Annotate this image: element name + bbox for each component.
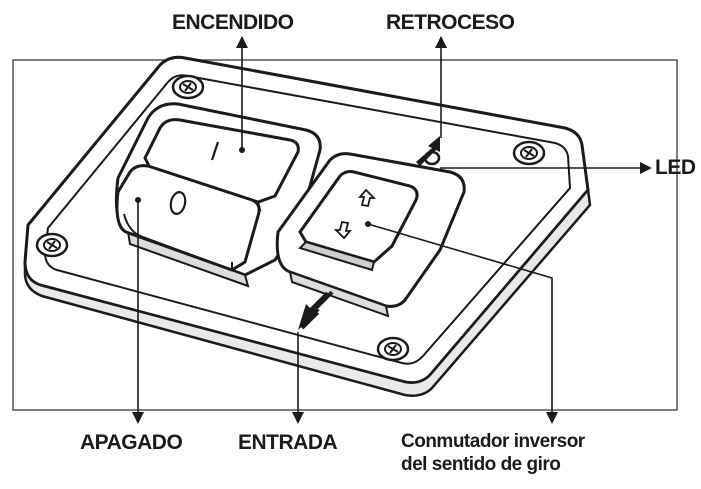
outer-frame: [12, 59, 678, 411]
direction-rocker-button[interactable]: [298, 170, 419, 272]
label-conmutador-line1: Conmutador inversor: [401, 431, 585, 452]
label-led: LED: [655, 156, 696, 179]
screw-bottom-left: [35, 232, 69, 258]
on-mark-icon: [210, 141, 220, 161]
arrowheads: [132, 36, 652, 424]
arrowhead-apagado: [132, 412, 144, 424]
screw-top-right: [512, 140, 546, 166]
arrowhead-led: [640, 162, 652, 174]
arrow-up-icon: [358, 188, 377, 208]
arrowhead-encendido: [236, 36, 248, 48]
label-retroceso: RETROCESO: [386, 11, 515, 34]
off-mark-icon: [169, 191, 187, 215]
screw-bottom-right: [376, 336, 410, 362]
leader-conmutador: [367, 223, 553, 420]
entry-arrow-icon: [298, 290, 334, 330]
arrowhead-conmutador: [546, 412, 558, 424]
arrowhead-retroceso: [435, 36, 447, 48]
off-rocker-button[interactable]: [115, 164, 261, 272]
screw-top-left: [171, 74, 205, 100]
label-apagado: APAGADO: [80, 431, 183, 454]
label-conmutador-line2: del sentido de giro: [401, 454, 561, 475]
label-entrada: ENTRADA: [238, 431, 338, 454]
reverse-arrow-icon: [416, 136, 440, 166]
arrow-down-icon: [333, 220, 352, 240]
label-encendido: ENCENDIDO: [172, 11, 294, 34]
leader-lines: [135, 37, 640, 420]
arrowhead-entrada: [292, 412, 304, 424]
